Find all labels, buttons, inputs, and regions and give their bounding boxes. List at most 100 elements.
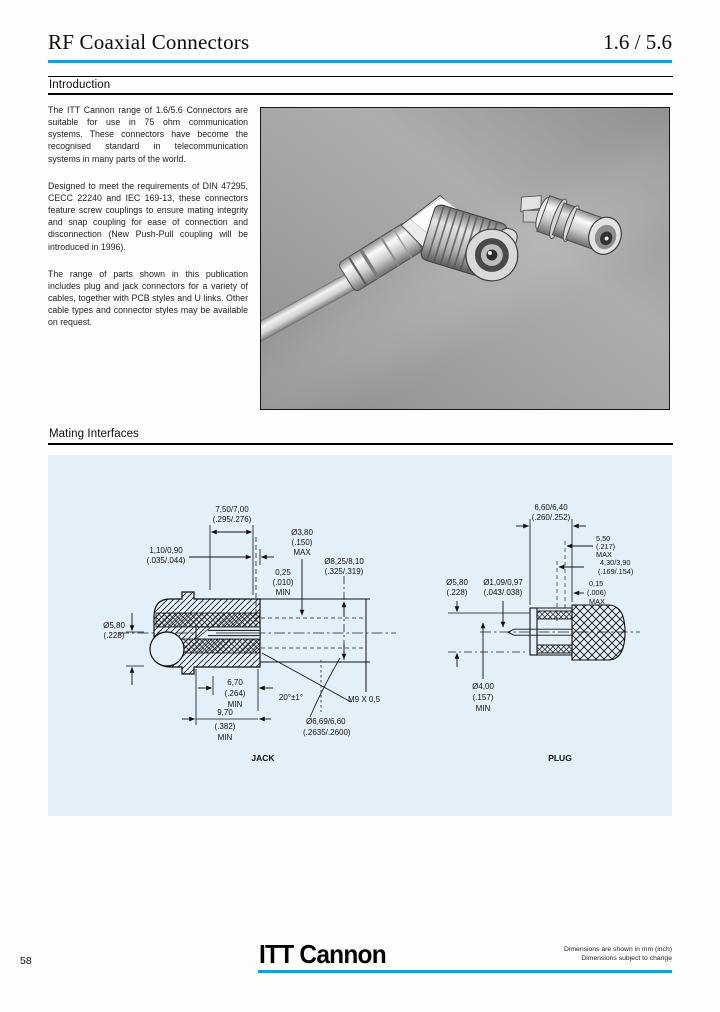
section-heading-introduction: Introduction	[48, 76, 673, 95]
label-plug-dim_float-0: 0,15	[589, 579, 603, 588]
jack-cable-entry	[149, 631, 185, 667]
plug-body-section	[506, 604, 626, 661]
label-plug-dim_bore-2: MIN	[476, 704, 491, 713]
jack-dim-depth-inner: 6,70 (.264) MIN	[198, 669, 273, 711]
plug-mating-face	[529, 607, 538, 656]
plug-center-pin	[487, 251, 492, 256]
jack-dim-thread-dia: Ø6,69/6,60 (.2635/.2600)	[303, 660, 351, 737]
dimension-line	[453, 214, 472, 269]
drawing-path	[309, 657, 341, 718]
label-jack-dim_depth_inner-2: MIN	[228, 700, 243, 709]
drawing-rect	[536, 644, 573, 654]
dimension-line	[439, 210, 458, 265]
label-jack-dim_depth_outer-0: 9,70	[217, 708, 233, 717]
plug-dim-depth: 5,50 (.217) MAX	[564, 534, 615, 613]
introduction-text: The ITT Cannon range of 1.6/5.6 Connecto…	[48, 104, 248, 344]
label-plug-dim_outer_length-1: (.260/.252)	[532, 513, 571, 522]
label-jack-dim_depth_outer-2: MIN	[218, 733, 233, 742]
jack-dim-bore: Ø3,80 (.150) MAX	[291, 528, 313, 616]
label-jack-dim_outer_length-1: (.295/.276)	[213, 515, 252, 524]
label-plug-dim_body_dia-1: (.228)	[447, 588, 468, 597]
label-jack-dim_outer_dia-1: (.325/.319)	[325, 567, 364, 576]
label-plug-dim_float-1: (.006)	[587, 588, 606, 597]
text-line: includes plug and jack connectors for a …	[48, 280, 248, 291]
text-line: cable types and connector styles may be …	[48, 305, 248, 316]
jack-dim-outer-dia: Ø8,25/8,10 (.325/.319)	[324, 557, 364, 660]
plug-dim-outer-length: 6,60/6,40 (.260/.252)	[516, 503, 586, 605]
text-line: introduced in 1996).	[48, 241, 126, 252]
drawing-rect	[155, 612, 261, 628]
plug-dim-float: 0,15 (.006) MAX	[573, 579, 606, 606]
jack-caption: JACK	[251, 753, 275, 763]
plug-center-pin	[506, 628, 572, 636]
product-code: 1.6 / 5.6	[603, 30, 672, 54]
intro-paragraph-2: Designed to meet the requirements of DIN…	[48, 180, 248, 253]
text-line: systems. These connectors have become th…	[48, 129, 248, 140]
intro-paragraph-3: The range of parts shown in this publica…	[48, 268, 248, 329]
intro-paragraph-1: The ITT Cannon range of 1.6/5.6 Connecto…	[48, 104, 248, 165]
jack-dim-pin-setback: 1,10/0,90 (.035/.044)	[147, 546, 274, 565]
bulkhead-jack	[520, 194, 622, 255]
jack-dim-depth-outer: 9,70 (.382) MIN	[182, 669, 271, 742]
plug-drawing: 6,60/6,40 (.260/.252) 5,50 (.217) MAX 4,…	[446, 503, 640, 763]
label-jack-dim_bore-1: (.150)	[292, 538, 313, 547]
page-number: 58	[20, 955, 32, 967]
text-line: disconnection (New Push-Pull coupling wi…	[48, 229, 248, 240]
jack-dim-thread: M9 X 0,5	[348, 695, 381, 704]
label-plug-dim_depth-1: (.217)	[596, 542, 615, 551]
label-jack-dim_outer_length-0: 7,50/7,00	[215, 505, 249, 514]
label-jack-dim_gap-1: (.010)	[273, 578, 294, 587]
text-line: recognised standard in telecommunication	[48, 141, 248, 152]
label-plug-dim_pin_dia-0: Ø1,09/0,97	[483, 578, 523, 587]
dimension-line	[392, 228, 412, 259]
text-line: The range of parts shown in this publica…	[48, 268, 248, 279]
footer-note: Dimensions are shown in mm (inch) Dimens…	[412, 946, 672, 963]
label-plug-dim_bore-0: Ø4,00	[472, 682, 494, 691]
jack-dim-angle: 20°±1°	[261, 652, 352, 718]
plug-dim-pin-dia: Ø1,09/0,97 (.043/.038)	[483, 578, 523, 628]
plug-caption: PLUG	[548, 753, 572, 763]
drawing-circle	[486, 249, 498, 261]
label-plug-dim_recess-1: (.169/.154)	[598, 567, 633, 576]
label-plug-dim_bore-1: (.157)	[473, 693, 494, 702]
product-photo	[260, 107, 670, 410]
text-line: The ITT Cannon range of 1.6/5.6 Connecto…	[48, 105, 248, 115]
label-jack-dim_thread_dia-0: Ø6,69/6,60	[306, 717, 346, 726]
drawing-rect	[536, 610, 573, 620]
dimension-line	[261, 652, 352, 703]
text-line: on request.	[48, 317, 93, 328]
jack-dim-cable-dia: Ø5,80 (.228)	[103, 613, 144, 685]
mating-interface-drawing: 7,50/7,00 (.295/.276) 1,10/0,90 (.035/.0…	[48, 455, 672, 816]
label-jack-dim_angle: 20°±1°	[279, 693, 303, 702]
jack-drawing: 7,50/7,00 (.295/.276) 1,10/0,90 (.035/.0…	[103, 505, 396, 763]
label-jack-dim_gap-2: MIN	[276, 588, 291, 597]
section-heading-mating-interfaces: Mating Interfaces	[48, 428, 673, 445]
text-line: Designed to meet the requirements of DIN…	[48, 180, 248, 191]
footer-note-line1: Dimensions are shown in mm (inch)	[563, 946, 672, 953]
label-jack-dim_depth_inner-1: (.264)	[225, 689, 246, 698]
text-line: and snap coupling for ease of connection…	[48, 217, 248, 228]
dimension-line	[359, 248, 380, 280]
label-jack-dim_outer_dia-0: Ø8,25/8,10	[324, 557, 364, 566]
page-title: RF Coaxial Connectors	[48, 30, 250, 54]
dimension-line	[379, 236, 400, 267]
right-angle-connector	[261, 194, 519, 377]
text-line: systems in many parts of the world.	[48, 153, 186, 164]
photo-illustration	[261, 108, 669, 409]
label-plug-dim_recess-0: 4,30/3,90	[600, 558, 630, 567]
label-jack-dim_thread_dia-1: (.2635/.2600)	[303, 728, 351, 737]
label-plug-dim_depth-0: 5,50	[596, 534, 610, 543]
label-jack-dim_gap-0: 0,25	[275, 568, 291, 577]
plug-dim-body-dia: Ø5,80 (.228)	[446, 578, 530, 667]
footer-note-line2: Dimensions subject to change	[581, 954, 672, 962]
drawing-path	[571, 604, 626, 661]
plug-dim-recess: 4,30/3,90 (.169/.154)	[556, 558, 633, 623]
brand-logo: ITT Cannon	[259, 939, 387, 969]
plug-dim-bore: Ø4,00 (.157) MIN	[472, 622, 494, 713]
mating-interfaces-panel: 7,50/7,00 (.295/.276) 1,10/0,90 (.035/.0…	[48, 455, 672, 816]
label-plug-dim_float-2: MAX	[589, 597, 605, 606]
footer-rule	[258, 970, 672, 973]
label-jack-dim_depth_outer-1: (.382)	[215, 722, 236, 731]
jack-dim-outer-length: 7,50/7,00 (.295/.276)	[209, 505, 254, 595]
label-plug-dim_body_dia-0: Ø5,80	[446, 578, 468, 587]
